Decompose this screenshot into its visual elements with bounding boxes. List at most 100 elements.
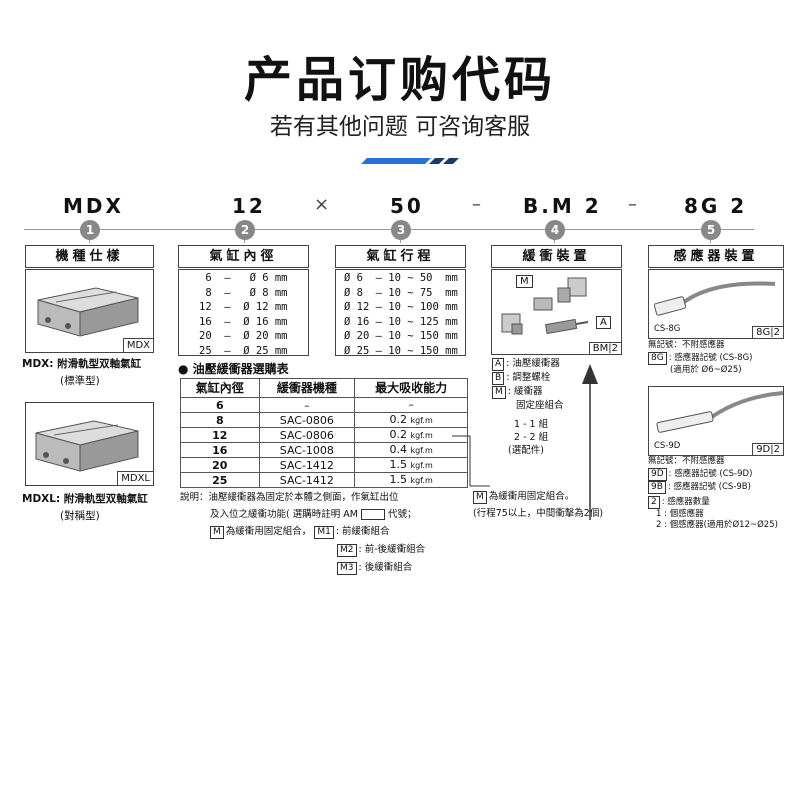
- panel-stroke-title: 氣缸行程: [335, 245, 466, 268]
- code-m-text: 為緩衝用固定組合，: [225, 526, 312, 537]
- cushion-code-label: BM|2: [588, 342, 621, 354]
- note-line-1: 說明：油壓緩衝器為固定於本體之側面，作氣缸出位: [180, 492, 399, 503]
- capacity-unit: kgf.m: [410, 416, 433, 425]
- sensor-qty-1: 1 : 個感應器: [656, 508, 704, 519]
- panel-bore-title: 氣缸內徑: [178, 245, 309, 268]
- step-4-badge: 4: [545, 220, 565, 240]
- sensor-9d-image: CS-9D 9D|2: [648, 386, 784, 456]
- sensor-9d-count: 2: [773, 444, 780, 455]
- legend-b: B: 調整螺栓: [492, 371, 632, 385]
- capacity-value: 1.5: [389, 458, 407, 471]
- bore-row: 12 – Ø 12 mm: [199, 301, 288, 313]
- note-line-5: M3: 後緩衝組合: [180, 561, 480, 575]
- code-model: MDX: [63, 194, 124, 218]
- sensor-8g-code: 8G|2: [752, 326, 783, 338]
- sensor-qty-box: 2: [648, 495, 660, 509]
- bore-list: 6 – Ø 6 mm 8 – Ø 8 mm 12 – Ø 12 mm 16 – …: [178, 269, 309, 357]
- stroke-list: Ø 6 – 10 ~ 50 mm Ø 8 – 10 ~ 75 mm Ø 12 –…: [335, 269, 466, 357]
- sensor-8g-text: : 感應器記號 (CS-8G): [668, 352, 753, 363]
- panel-model-title: 機種仕樣: [25, 245, 154, 268]
- step-2-badge: 2: [235, 220, 255, 240]
- step-1-badge: 1: [80, 220, 100, 240]
- cushion-legend: A: 油壓緩衝器 B: 調整螺栓 M: 緩衝器 固定座組合 1 - 1 組 2 …: [492, 357, 632, 457]
- code-m2-text: : 前-後緩衝組合: [358, 544, 426, 555]
- table-header-row: 氣缸內徑 緩衝器機種 最大吸收能力: [180, 378, 468, 398]
- sensor-9d-box: 9D: [648, 467, 667, 481]
- sensor-8g-range: (適用於 Ø6~Ø25): [670, 364, 742, 375]
- capacity-unit: kgf.m: [410, 446, 433, 455]
- table-cell-model: SAC-0806: [258, 427, 356, 443]
- note-line-4: M2: 前-後緩衝組合: [180, 543, 480, 557]
- note-line-2-text: 及入位之緩衝功能( 選購時註明 AM: [210, 509, 358, 520]
- step-5-badge: 5: [701, 220, 721, 240]
- cylinder-mdx-icon: [37, 287, 139, 337]
- bore-row: 16 – Ø 16 mm: [199, 315, 288, 328]
- code-m1-text: : 前緩衝組合: [335, 526, 390, 537]
- stroke-row: Ø 25 – 10 ~ 150 mm: [344, 344, 458, 357]
- stroke-row: Ø 20 – 10 ~ 150 mm: [344, 330, 458, 342]
- stroke-row: Ø 6 – 10 ~ 50 mm: [344, 272, 458, 284]
- sensor-8g-icon: [653, 281, 776, 316]
- code-m1-box: M1: [314, 526, 334, 539]
- table-cell-capacity: 1.5 kgf.m: [354, 472, 468, 488]
- table-cell-capacity: 0.2 kgf.m: [354, 412, 468, 428]
- capacity-value: 0.2: [389, 413, 407, 426]
- decorative-stripes: [361, 158, 459, 164]
- sensor-9d-model: CS-9D: [654, 441, 681, 451]
- page-title: 产品订购代码: [243, 52, 556, 108]
- legend-m-text: : 緩衝器: [507, 386, 543, 397]
- sensor-qty-text: : 感應器數量: [661, 496, 710, 507]
- code-dash-1: –: [472, 194, 481, 215]
- sensor-8g-code-text: 8G: [756, 327, 771, 338]
- selection-heading: ● 油壓緩衝器選購表: [178, 360, 289, 377]
- sensor-9d-icon: [656, 391, 784, 433]
- table-cell-model: SAC-1412: [258, 472, 356, 488]
- page-subtitle: 若有其他问题 可咨询客服: [269, 114, 531, 140]
- bottom-m-box: M: [473, 491, 487, 504]
- optional-note: (選配件): [508, 445, 544, 456]
- mdx-description: MDX: 附滑軌型双軸氣缸: [22, 358, 142, 370]
- cushion-parts-icon: [501, 277, 589, 335]
- code-sensor: 8G 2: [684, 194, 748, 218]
- sensor-9d-code: 9D|2: [752, 443, 783, 455]
- capacity-unit: kgf.m: [410, 431, 433, 440]
- stroke-row: Ø 16 – 10 ~ 125 mm: [344, 315, 458, 328]
- cushion-code-num: 2: [611, 343, 618, 354]
- capacity-value: 0.2: [389, 428, 407, 441]
- sensor-9d-text: : 感應器記號 (CS-9D): [668, 468, 753, 479]
- table-cell-capacity: 0.4 kgf.m: [354, 442, 468, 458]
- model-mdx-image: MDX: [25, 269, 154, 353]
- table-row: 12 SAC-0806 0.2 kgf.m: [180, 427, 468, 443]
- bottom-m-text: 為緩衝用固定組合。: [488, 491, 575, 502]
- legend-b-box: B: [492, 372, 505, 385]
- panel-cushion-title: 緩衝裝置: [491, 245, 622, 268]
- cushion-code: BM: [592, 343, 609, 354]
- sensor-8g-count: 2: [773, 327, 780, 338]
- code-m3-text: : 後緩衝組合: [358, 562, 413, 573]
- legend-m: M: 緩衝器: [492, 385, 632, 399]
- panel-sensor-title: 感應器裝置: [648, 245, 784, 268]
- part-m-label: M: [516, 275, 533, 288]
- bullet-icon: ●: [178, 362, 189, 376]
- table-row: 8 SAC-0806 0.2 kgf.m: [180, 412, 468, 428]
- set-option-2: 2 - 2 組: [514, 432, 549, 443]
- mdxl-label: MDXL: [117, 471, 153, 485]
- sensor-9d-legend: 無記號：不附感應器 9D: 感應器記號 (CS-9D) 9B: 感應器記號 (C…: [648, 456, 798, 532]
- bore-row: 8 – Ø 8 mm: [199, 286, 288, 299]
- capacity-unit: kgf.m: [410, 476, 433, 485]
- capacity-value: 0.4: [389, 443, 407, 456]
- table-cell-capacity: 1.5 kgf.m: [354, 457, 468, 473]
- table-header: 最大吸收能力: [354, 378, 468, 398]
- code-m3-box: M3: [337, 562, 357, 575]
- sensor-8g-none: 無記號：不附感應器: [648, 340, 725, 350]
- bore-row: 25 – Ø 25 mm: [199, 344, 288, 357]
- stroke-row: Ø 8 – 10 ~ 75 mm: [344, 286, 458, 299]
- legend-m-text-2: 固定座組合: [516, 400, 564, 411]
- table-row: 25 SAC-1412 1.5 kgf.m: [180, 472, 468, 488]
- selection-table: 氣缸內徑 緩衝器機種 最大吸收能力 6 – – 8 SAC-0806 0.2 k…: [180, 378, 468, 488]
- note-line-2-end: 代號；: [388, 509, 417, 520]
